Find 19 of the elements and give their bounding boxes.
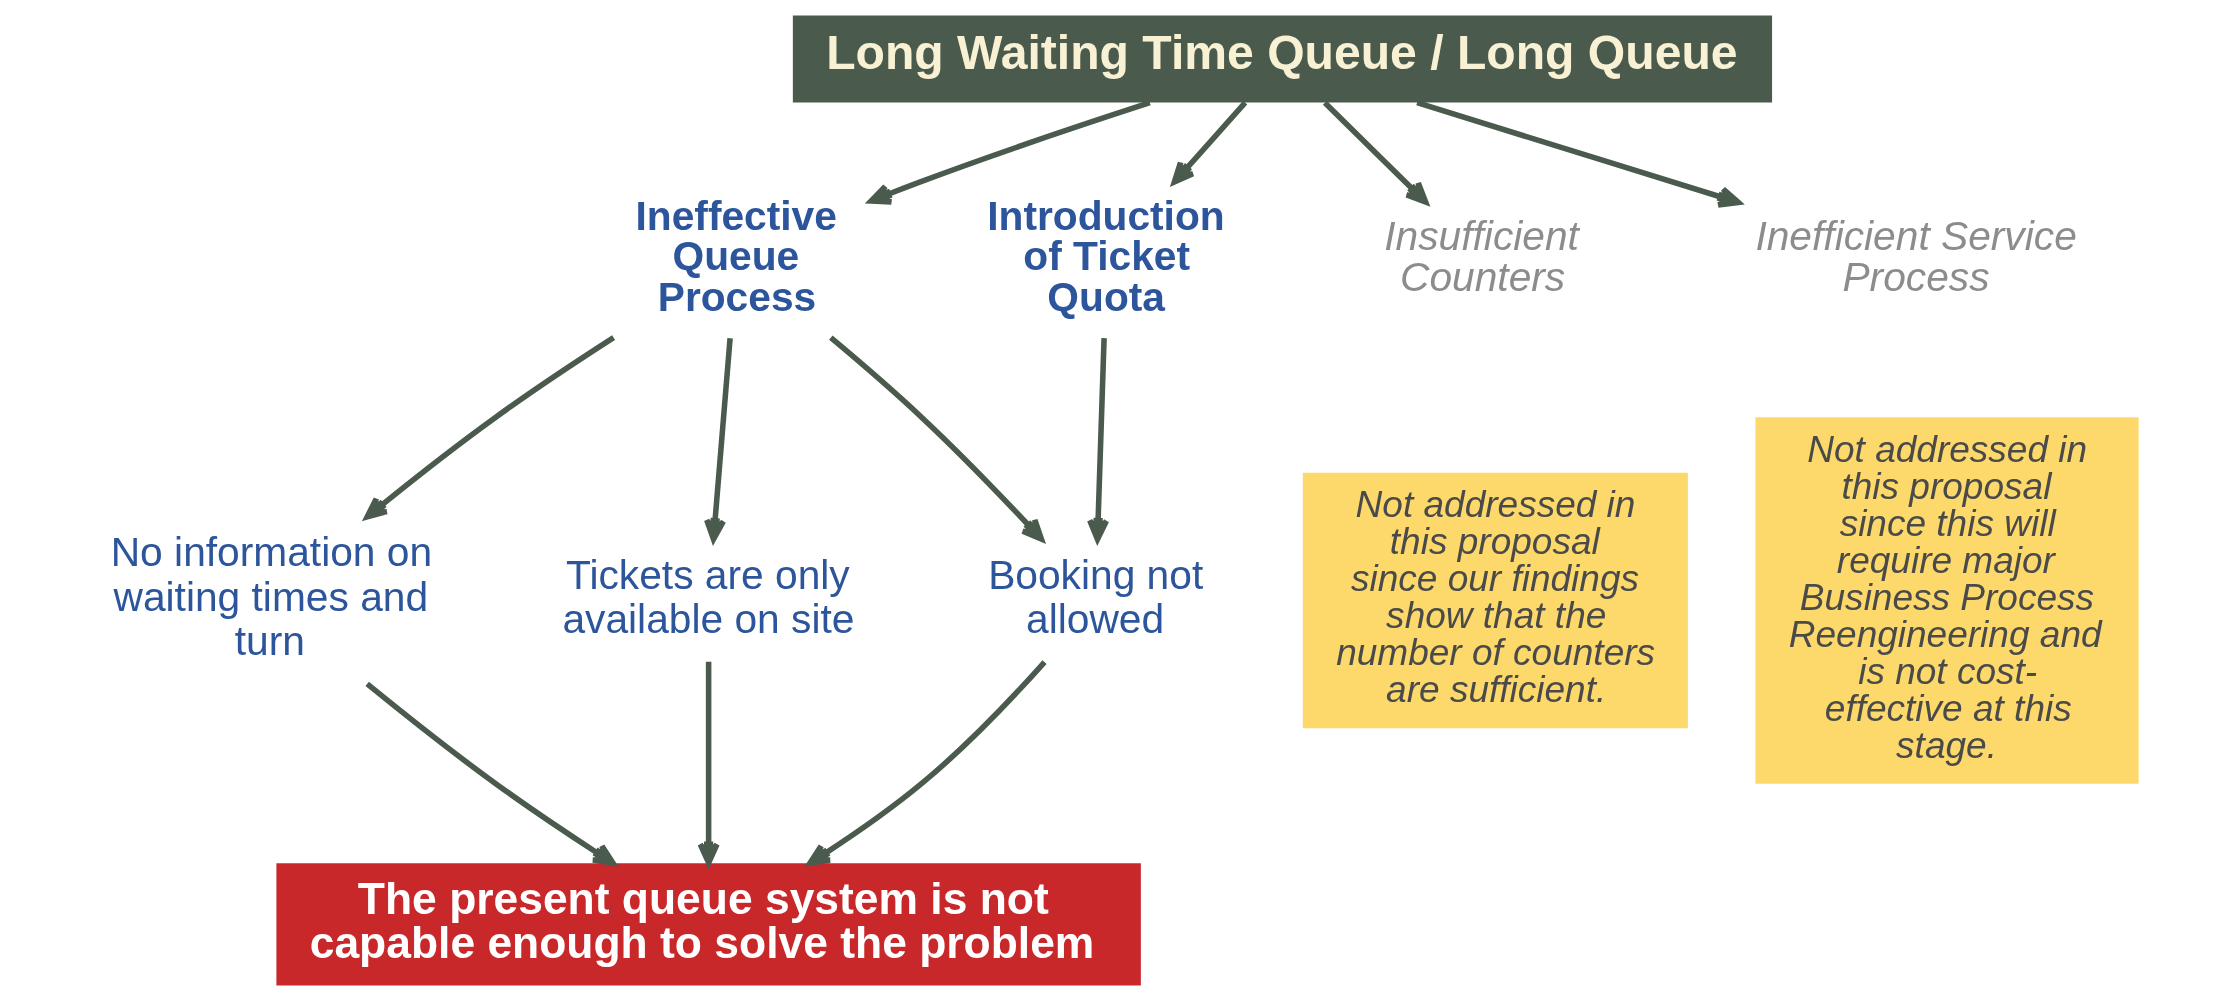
node-text: Inefficient Service Process: [1755, 212, 2077, 300]
node-text: Insufficient Counters: [1384, 212, 1579, 300]
arrow: [365, 681, 616, 866]
arrow: [829, 335, 1045, 542]
node-text: Introduction of Ticket Quota: [987, 192, 1225, 320]
node-text: Booking not allowed: [988, 551, 1204, 643]
arrow: [1416, 100, 1742, 208]
node-text: Ineffective Queue Process: [635, 192, 837, 320]
arrow: [364, 335, 616, 520]
node-box: The present queue system is not capable enough to solve the problem: [276, 863, 1141, 986]
arrow: [1171, 100, 1248, 185]
node-text: No information on waiting times and turn: [110, 529, 433, 665]
node-box: Long Waiting Time Queue / Long Queue: [792, 15, 1773, 103]
node-text: Tickets are only available on site: [562, 551, 855, 643]
arrow: [868, 100, 1151, 205]
node-box: Not addressed in this proposal since this will require major Business Process Reengineering and is not cost-effective at this stage.: [1755, 417, 2139, 784]
node-box: Not addressed in this proposal since our findings show that the number of counters are sufficient.: [1302, 472, 1688, 729]
arrow: [807, 660, 1047, 866]
arrow: [1322, 100, 1429, 205]
